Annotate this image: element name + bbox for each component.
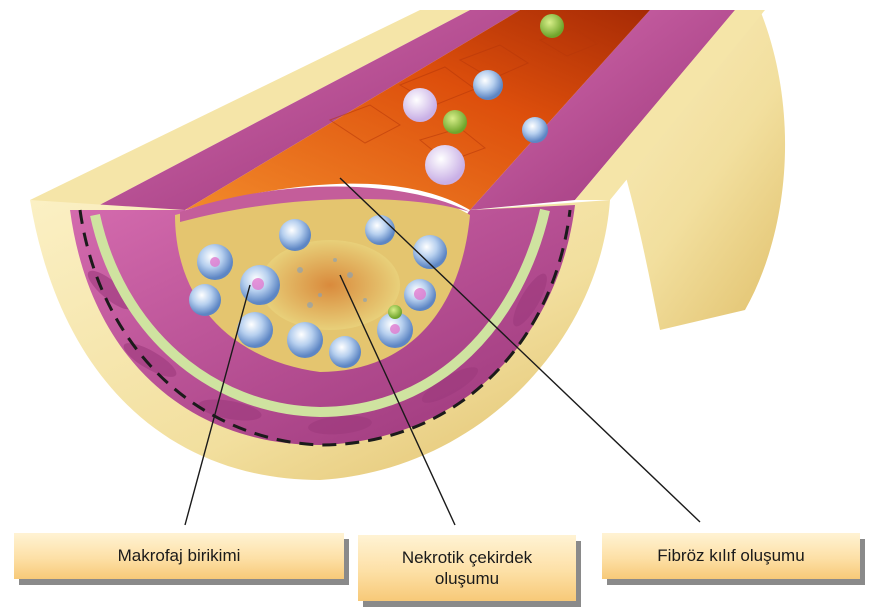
green-cell xyxy=(388,305,402,319)
white-blood-cell xyxy=(425,145,465,185)
label-necrotic-line2: oluşumu xyxy=(435,569,499,588)
foam-cell xyxy=(287,322,323,358)
label-macrophage-accumulation: Makrofaj birikimi xyxy=(14,533,344,579)
necrotic-core xyxy=(260,240,400,330)
white-blood-cell xyxy=(403,88,437,122)
label-necrotic-line1: Nekrotik çekirdek xyxy=(402,548,532,567)
label-fibrous-cap-formation: Fibröz kılıf oluşumu xyxy=(602,533,860,579)
label-macrophage-text: Makrofaj birikimi xyxy=(118,545,241,566)
label-fibrous-text: Fibröz kılıf oluşumu xyxy=(657,545,804,566)
blue-cell xyxy=(473,70,503,100)
foam-cell xyxy=(189,284,221,316)
label-necrotic-text: Nekrotik çekirdek oluşumu xyxy=(402,547,532,590)
green-cell xyxy=(443,110,467,134)
blue-cell xyxy=(522,117,548,143)
foam-cell xyxy=(237,312,273,348)
foam-cell xyxy=(279,219,311,251)
foam-cell xyxy=(329,336,361,368)
foam-cell xyxy=(365,215,395,245)
green-cell xyxy=(540,14,564,38)
label-necrotic-core-formation: Nekrotik çekirdek oluşumu xyxy=(358,535,576,601)
